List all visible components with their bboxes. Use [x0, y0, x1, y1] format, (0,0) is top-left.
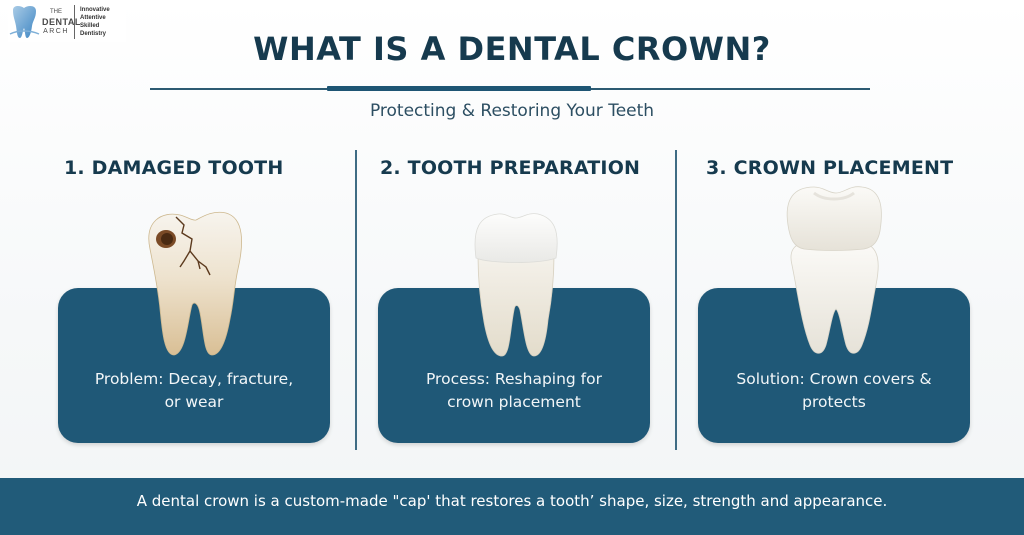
brand-tagline: Innovative Attentive Skilled Dentistry — [80, 6, 110, 38]
step-heading: 1. DAMAGED TOOTH — [64, 157, 284, 179]
column-divider — [355, 150, 357, 450]
brand-line-1: THE — [50, 9, 62, 15]
tagline-line: Attentive — [80, 15, 106, 21]
step-description: Problem: Decay, fracture, or wear — [58, 368, 330, 414]
tooth-logo-icon — [9, 5, 40, 38]
step-card: Problem: Decay, fracture, or wear — [58, 288, 330, 443]
prepared-tooth-icon — [474, 213, 558, 357]
brand-line-2: DENTAL — [42, 17, 81, 27]
step-heading: 2. TOOTH PREPARATION — [380, 157, 641, 179]
step-tooth-preparation: 2. TOOTH PREPARATION Process: Reshaping … — [378, 155, 668, 450]
page-subtitle: Protecting & Restoring Your Teeth — [369, 101, 655, 121]
step-description-line: protects — [802, 393, 866, 411]
step-heading: 3. CROWN PLACEMENT — [706, 157, 954, 179]
footer-banner: A dental crown is a custom-made "cap' th… — [0, 478, 1024, 535]
step-description-line: Problem: Decay, fracture, — [94, 370, 294, 388]
tagline-line: Skilled — [80, 23, 100, 29]
step-damaged-tooth: 1. DAMAGED TOOTH Problem: Decay, fractur… — [58, 155, 348, 450]
tagline-line: Dentistry — [80, 31, 107, 37]
step-description: Process: Reshaping for crown placement — [378, 368, 650, 414]
step-crown-placement: 3. CROWN PLACEMENT Solution: Crown cover… — [698, 155, 988, 450]
step-description-line: Process: Reshaping for — [425, 370, 602, 388]
tagline-line: Innovative — [80, 7, 110, 13]
step-description-line: crown placement — [447, 393, 581, 411]
crown-placement-icon — [786, 186, 882, 354]
column-divider — [675, 150, 677, 450]
step-card: Process: Reshaping for crown placement — [378, 288, 650, 443]
page-title: WHAT IS A DENTAL CROWN? — [253, 30, 771, 68]
brand-wordmark: THE DENTAL ARCH — [42, 7, 81, 37]
footer-definition: A dental crown is a custom-made "cap' th… — [136, 492, 888, 510]
brand-logo: THE DENTAL ARCH Innovative Attentive Ski… — [8, 2, 126, 42]
step-description-line: or wear — [164, 393, 224, 411]
step-description-line: Solution: Crown covers & — [736, 370, 932, 388]
title-divider-accent — [327, 86, 591, 91]
brand-line-3: ARCH — [43, 28, 69, 35]
step-description: Solution: Crown covers & protects — [698, 368, 970, 414]
damaged-tooth-icon — [148, 211, 242, 356]
logo-separator — [74, 5, 75, 39]
